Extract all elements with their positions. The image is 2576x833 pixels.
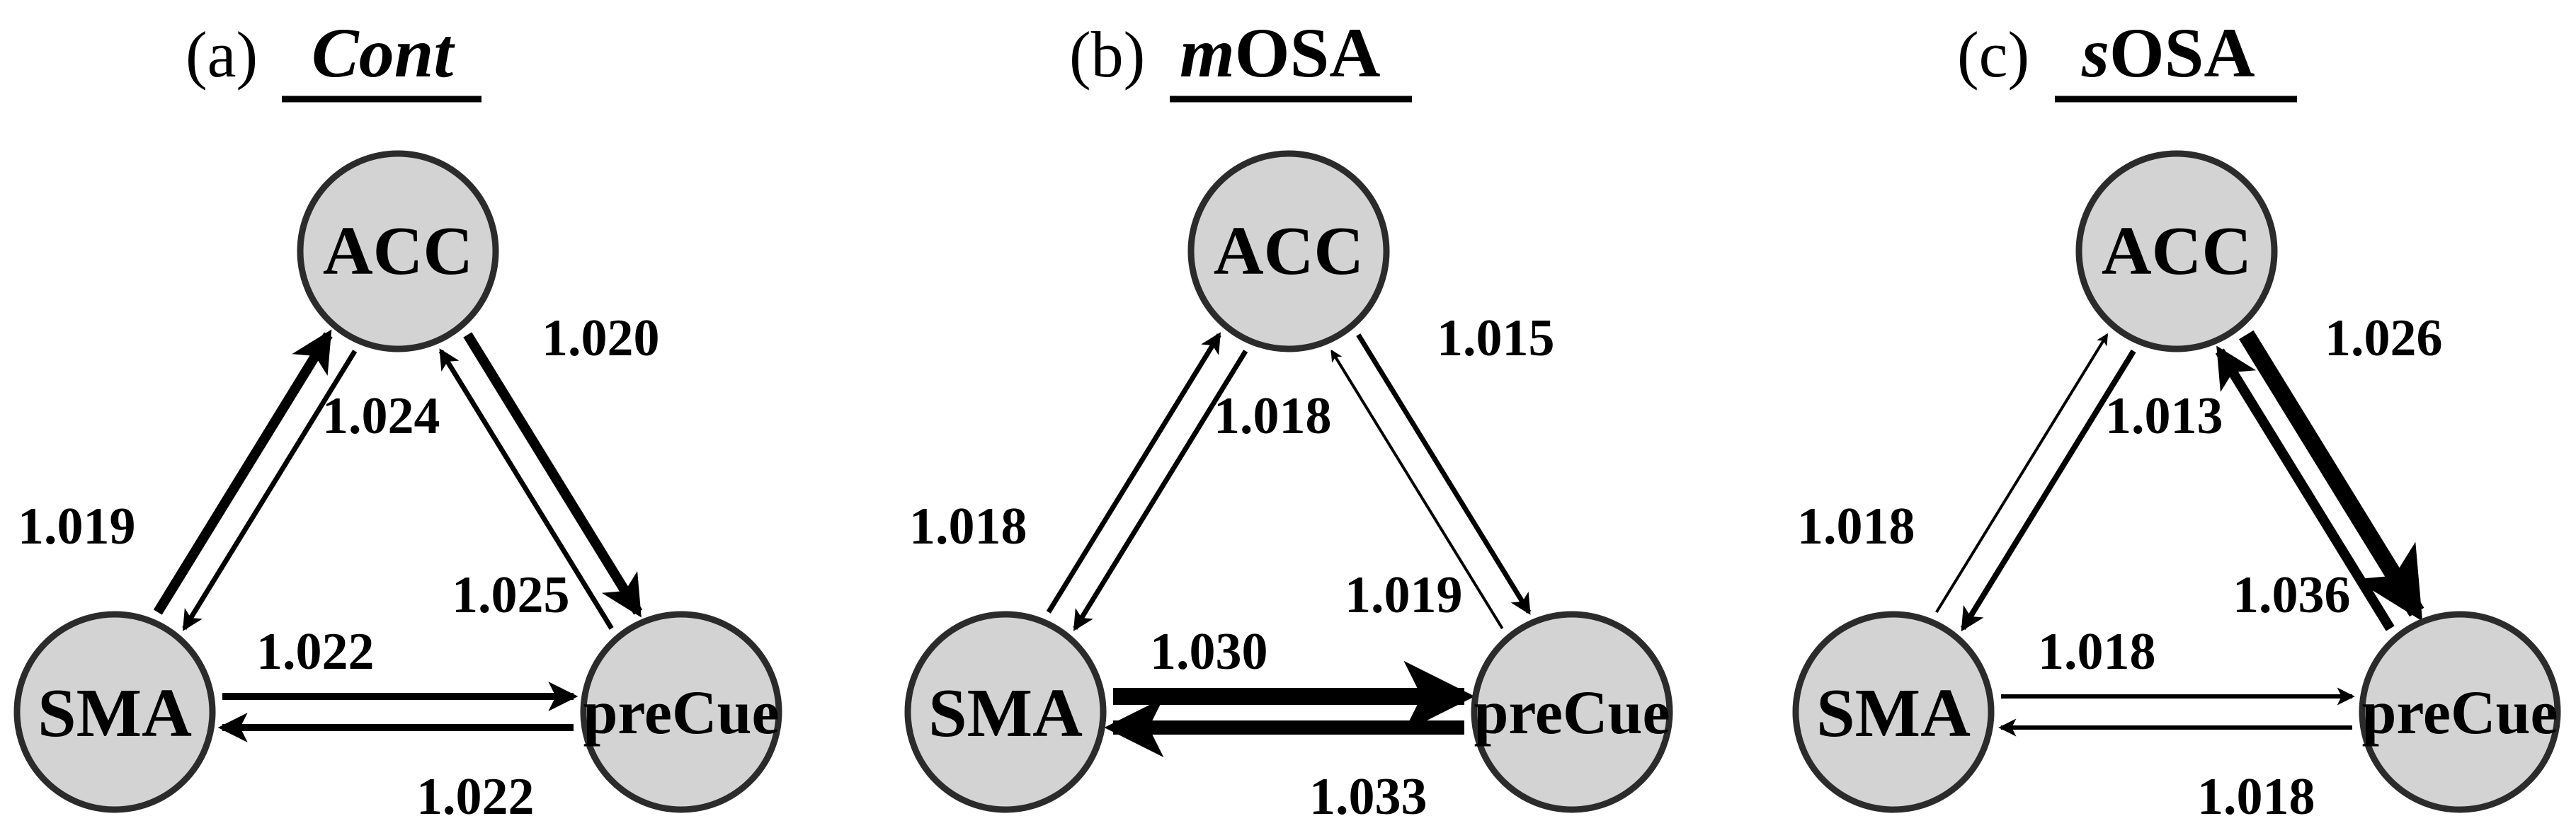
node-precue: preCue — [2359, 611, 2561, 813]
node-precue-circle — [2359, 611, 2561, 813]
node-acc-circle — [2075, 150, 2278, 352]
panel-title-italic: m — [1180, 13, 1235, 92]
edge-label-precue-to-sma: 1.030 — [1150, 623, 1268, 681]
panel-label: (a) — [186, 18, 258, 91]
panel-title-italic: s — [2081, 13, 2109, 92]
node-sma-circle — [904, 611, 1107, 813]
node-precue: preCue — [1471, 611, 1673, 813]
edge-acc-to-precue — [2239, 330, 2424, 621]
node-sma-circle — [1792, 611, 1995, 813]
panel-b: (b) mOSA ACC SMA preCue 1.018 1.018 1.01… — [904, 13, 1673, 826]
edge-label-acc-to-precue: 1.025 — [452, 566, 570, 624]
panel-label: (c) — [1957, 18, 2029, 91]
edge-sma-to-acc — [153, 329, 333, 615]
node-acc-label: ACC — [2102, 213, 2252, 289]
edge-label-precue-to-acc: 1.020 — [542, 309, 660, 367]
node-sma-circle — [13, 611, 216, 813]
edge-label-sma-to-acc: 1.013 — [2105, 387, 2223, 445]
edge-label-acc-to-precue: 1.036 — [2233, 566, 2351, 624]
edge-label-precue-to-sma: 1.022 — [256, 623, 375, 681]
node-acc-label: ACC — [323, 213, 473, 289]
panel-c: (c) sOSA ACC SMA preCue 1.013 1.018 1.03… — [1792, 13, 2561, 826]
node-sma: SMA — [13, 611, 216, 813]
edge-label-sma-to-precue: 1.033 — [1309, 768, 1427, 826]
node-sma: SMA — [904, 611, 1107, 813]
panel-title-rest: OSA — [2109, 13, 2255, 92]
edge-label-acc-to-precue: 1.019 — [1345, 566, 1463, 624]
edge-label-acc-to-sma: 1.018 — [1797, 498, 1915, 556]
edge-acc-to-sma — [1073, 350, 1248, 631]
edge-label-precue-to-sma: 1.018 — [2038, 623, 2156, 681]
edge-acc-to-precue — [463, 332, 643, 618]
edge-sma-to-acc — [1046, 332, 1221, 614]
edge-precue-to-acc — [2215, 345, 2395, 631]
panel-header: (a) Cont — [186, 13, 481, 103]
node-acc-circle — [1187, 150, 1390, 352]
node-precue-label: preCue — [1474, 679, 1670, 747]
node-sma-label: SMA — [928, 675, 1083, 752]
edge-label-precue-to-acc: 1.015 — [1437, 309, 1555, 367]
edge-label-acc-to-sma: 1.019 — [18, 498, 136, 556]
panel-title-rest: OSA — [1235, 13, 1381, 92]
node-precue-label: preCue — [2361, 679, 2558, 747]
edge-label-sma-to-acc: 1.024 — [322, 387, 440, 445]
panel-label: (b) — [1069, 18, 1145, 91]
node-acc: ACC — [297, 150, 499, 352]
panel-title: Cont — [312, 13, 455, 92]
edge-label-acc-to-sma: 1.018 — [909, 498, 1027, 556]
node-precue-label: preCue — [583, 679, 779, 747]
edge-precue-to-acc — [438, 348, 614, 630]
edge-acc-to-sma — [182, 350, 358, 631]
edge-label-sma-to-acc: 1.018 — [1214, 387, 1332, 445]
edge-precue-to-acc — [1330, 349, 1504, 630]
panel-a: (a) Cont ACC SMA preCue 1.024 1.019 1.02… — [13, 13, 782, 826]
node-acc: ACC — [1187, 150, 1390, 352]
edge-acc-to-precue — [1356, 333, 1532, 615]
node-sma-label: SMA — [1816, 675, 1971, 752]
edge-sma-to-acc — [1935, 333, 2109, 614]
panel-header: (c) sOSA — [1957, 13, 2297, 103]
node-precue-circle — [580, 611, 782, 813]
edge-label-precue-to-acc: 1.026 — [2325, 309, 2443, 367]
panel-title: mOSA — [1180, 13, 1380, 92]
panel-title: sOSA — [2081, 13, 2255, 92]
node-acc: ACC — [2075, 150, 2278, 352]
edge-acc-to-sma — [1960, 349, 2136, 632]
node-precue: preCue — [580, 611, 782, 813]
node-acc-circle — [297, 150, 499, 352]
node-acc-label: ACC — [1214, 213, 1364, 289]
panel-header: (b) mOSA — [1069, 13, 1412, 103]
panel-title-italic: Cont — [312, 13, 455, 92]
node-sma-label: SMA — [38, 675, 192, 752]
node-precue-circle — [1471, 611, 1673, 813]
edge-label-sma-to-precue: 1.022 — [416, 768, 535, 826]
node-sma: SMA — [1792, 611, 1995, 813]
edge-label-sma-to-precue: 1.018 — [2197, 768, 2315, 826]
